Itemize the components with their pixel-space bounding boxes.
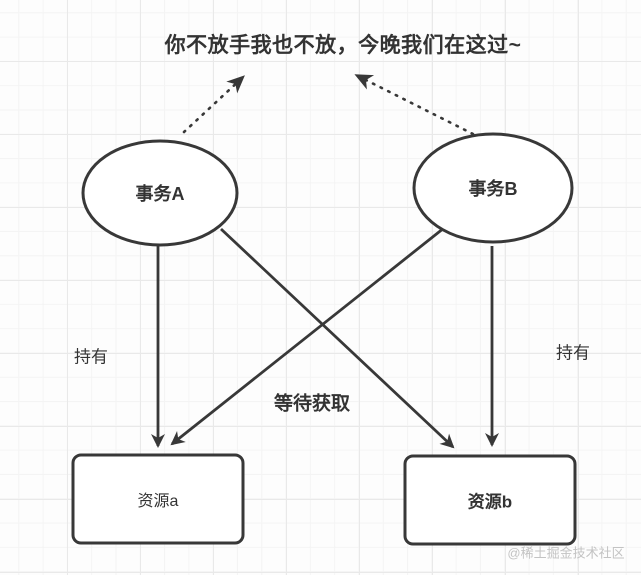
node-transaction-a-label: 事务A bbox=[135, 184, 185, 204]
edge-transaction-b-waits-resource-a bbox=[170, 226, 445, 446]
node-resource-b-shape bbox=[403, 454, 577, 546]
diagram-title: 你不放手我也不放，今晚我们在这过~ bbox=[164, 34, 522, 57]
node-transaction-a-shape bbox=[81, 139, 239, 247]
node-resource-a-label: 资源a bbox=[137, 493, 179, 510]
edge-label-hold-right: 持有 bbox=[556, 343, 590, 363]
edge-label-hold-left: 持有 bbox=[74, 347, 108, 367]
node-transaction-b-label: 事务B bbox=[468, 179, 518, 199]
edge-transaction-b-to-title-dotted bbox=[354, 74, 475, 136]
edge-transaction-a-waits-resource-b bbox=[220, 227, 455, 449]
node-resource-a-shape bbox=[71, 453, 245, 545]
node-resource-b-label: 资源b bbox=[467, 492, 513, 512]
node-transaction-b-shape bbox=[412, 132, 574, 244]
edge-label-wait: 等待获取 bbox=[273, 393, 351, 415]
edge-transaction-a-to-title-dotted bbox=[182, 75, 245, 134]
watermark: @稀土掘金技术社区 bbox=[507, 545, 625, 561]
